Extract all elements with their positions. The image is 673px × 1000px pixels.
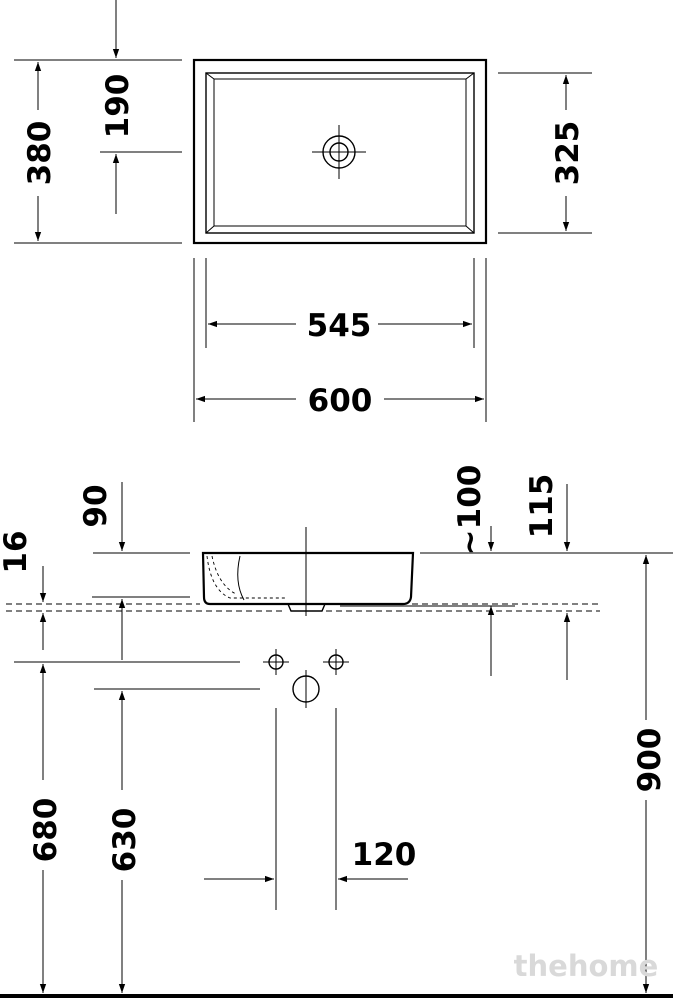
basin-inner-outline — [205, 72, 475, 234]
basin-side-profile — [201, 551, 415, 606]
dimension-label-supply-spacing: 120 — [352, 837, 417, 873]
dimension-label-supply-height: 680 — [28, 798, 64, 863]
dimension-label-waste-offset: 190 — [100, 74, 136, 139]
supply-connection-right — [323, 649, 349, 675]
basin-bowl-corners — [205, 72, 475, 234]
dimension-label-worktop-thickness: 16 — [0, 530, 34, 573]
dimension-label-waste-height: 630 — [107, 808, 143, 873]
supply-connection-left — [263, 649, 289, 675]
waste-outlet-symbol — [312, 125, 366, 179]
side-view: 90 16 ~100 115 900 680 630 120 — [0, 465, 673, 998]
top-view: 380 190 325 545 600 — [14, 0, 592, 422]
basin-outer-outline — [192, 58, 488, 245]
dimension-label-overall-width: 600 — [308, 383, 373, 419]
dimension-label-height: 115 — [524, 474, 560, 539]
dimension-label-inner-depth: 325 — [550, 121, 586, 186]
dimension-label-height-approx: ~100 — [452, 465, 488, 556]
dimension-label-inner-width: 545 — [307, 308, 372, 344]
dimension-label-rim-to-tap: 90 — [78, 484, 114, 527]
watermark: thehome — [514, 949, 659, 983]
basin-hidden-bowl — [206, 555, 286, 599]
dimension-label-mounting-height: 900 — [632, 728, 668, 793]
dimension-label-overall-depth: 380 — [22, 121, 58, 186]
waste-connection — [292, 670, 320, 708]
basin-inner-curve — [237, 555, 245, 601]
